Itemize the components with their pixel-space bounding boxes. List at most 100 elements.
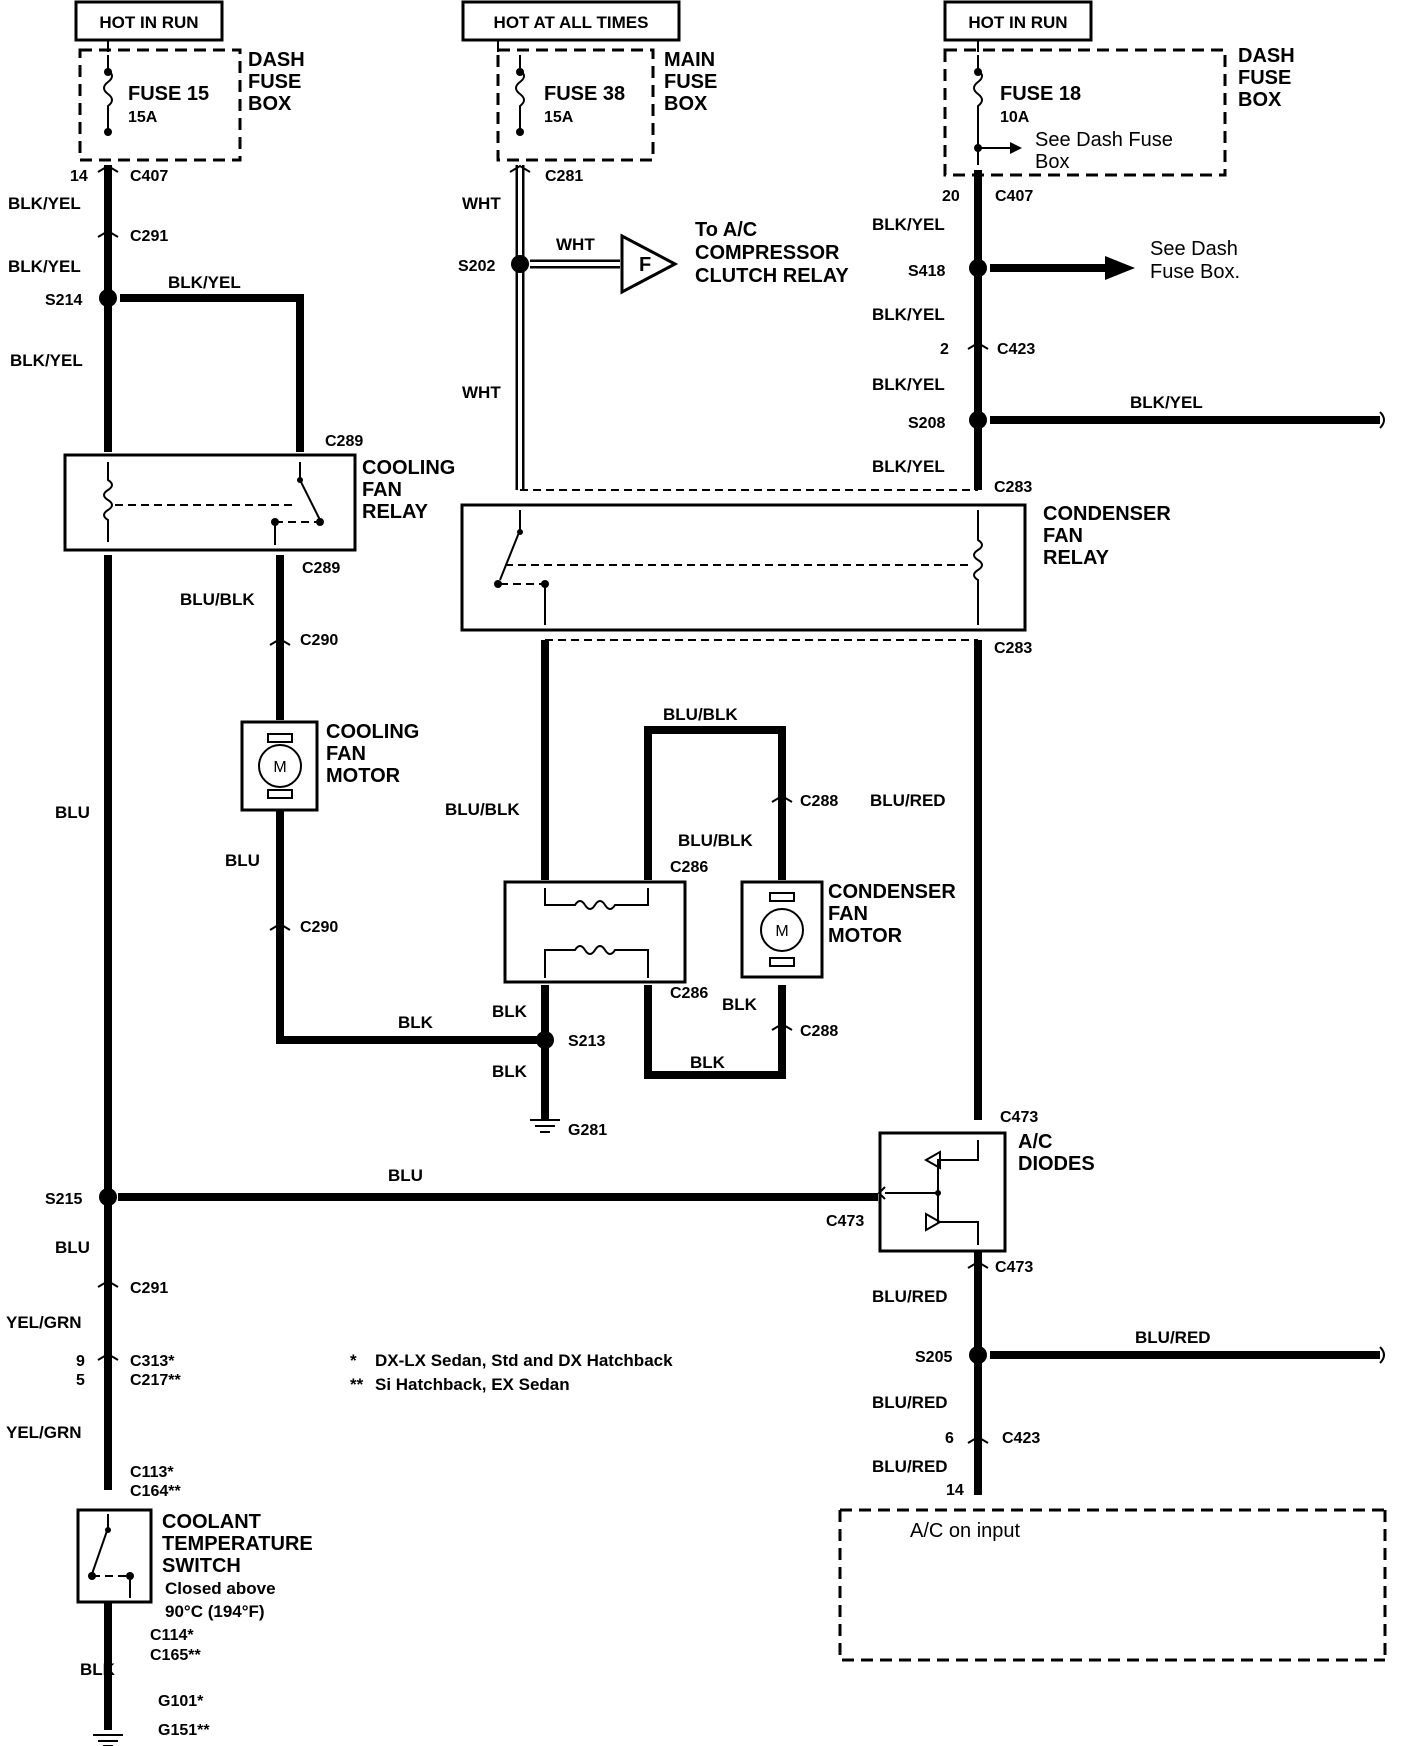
svg-text:C291: C291 [130, 228, 168, 245]
svg-text:BLK: BLK [690, 1053, 726, 1072]
fuse-38-box: FUSE 38 15A MAIN FUSE BOX [496, 48, 717, 162]
svg-text:15A: 15A [544, 109, 574, 126]
svg-text:C288: C288 [800, 1023, 838, 1040]
svg-text:BLK: BLK [492, 1002, 528, 1021]
splice-s202 [511, 255, 529, 273]
svg-text:FAN: FAN [828, 903, 868, 925]
svg-text:FAN: FAN [362, 479, 402, 501]
svg-text:FUSE 38: FUSE 38 [544, 83, 625, 105]
svg-text:M: M [775, 923, 788, 940]
svg-text:C423: C423 [1002, 1430, 1040, 1447]
fuse-18-box: FUSE 18 10A See Dash Fuse Box DASH FUSE … [943, 45, 1295, 177]
condenser-fan-relay: CONDENSER FAN RELAY [460, 503, 1171, 632]
svg-text:C283: C283 [994, 640, 1032, 657]
svg-text:FUSE: FUSE [248, 71, 301, 93]
svg-text:RELAY: RELAY [1043, 547, 1110, 569]
svg-text:2: 2 [940, 341, 949, 358]
center-lower-circuit [536, 640, 793, 1120]
svg-text:Closed above: Closed above [165, 1579, 276, 1598]
compressor-flag [620, 233, 679, 295]
svg-text:BLU/RED: BLU/RED [1135, 1328, 1211, 1347]
svg-text:BLK/YEL: BLK/YEL [168, 273, 241, 292]
svg-text:HOT AT ALL TIMES: HOT AT ALL TIMES [494, 13, 649, 32]
blu-wire-s215 [118, 1186, 886, 1201]
svg-text:14: 14 [70, 168, 88, 185]
svg-text:MAIN: MAIN [664, 49, 715, 71]
splice-s214 [99, 289, 117, 307]
center-circuit [509, 164, 679, 490]
svg-text:CLUTCH RELAY: CLUTCH RELAY [695, 265, 849, 287]
svg-text:MOTOR: MOTOR [326, 765, 401, 787]
svg-text:BLU/RED: BLU/RED [870, 791, 946, 810]
svg-text:C473: C473 [1000, 1109, 1038, 1126]
svg-text:BOX: BOX [1238, 89, 1282, 111]
svg-text:90°C (194°F): 90°C (194°F) [165, 1602, 265, 1621]
svg-text:CONDENSER: CONDENSER [828, 881, 956, 903]
svg-text:C289: C289 [302, 560, 340, 577]
svg-text:See Dash: See Dash [1150, 238, 1238, 260]
svg-text:BOX: BOX [664, 93, 708, 115]
svg-text:To A/C: To A/C [695, 219, 757, 241]
svg-text:15A: 15A [128, 109, 158, 126]
svg-text:BLK/YEL: BLK/YEL [1130, 393, 1203, 412]
svg-text:C407: C407 [995, 188, 1033, 205]
svg-text:S215: S215 [45, 1191, 82, 1208]
splice-s205 [969, 1346, 987, 1364]
svg-text:C113*: C113* [130, 1464, 174, 1481]
svg-text:C407: C407 [130, 168, 168, 185]
svg-text:HOT IN RUN: HOT IN RUN [968, 13, 1067, 32]
left-circuit [97, 164, 545, 1730]
splice-s215 [99, 1188, 117, 1206]
svg-text:C473: C473 [995, 1259, 1033, 1276]
svg-text:BLK/YEL: BLK/YEL [872, 375, 945, 394]
right-circuit [967, 170, 1385, 1495]
svg-text:WHT: WHT [556, 235, 595, 254]
svg-text:Box: Box [1035, 151, 1069, 173]
svg-text:COOLING: COOLING [362, 457, 455, 479]
svg-text:A/C: A/C [1018, 1131, 1052, 1153]
svg-text:BLK/YEL: BLK/YEL [872, 457, 945, 476]
svg-text:G151**: G151** [158, 1722, 210, 1739]
svg-text:DX-LX Sedan, Std and DX Hatchb: DX-LX Sedan, Std and DX Hatchback [375, 1351, 673, 1370]
svg-text:DASH: DASH [1238, 45, 1295, 67]
svg-text:BLU: BLU [225, 851, 260, 870]
splice-s213 [536, 1031, 554, 1049]
svg-text:SWITCH: SWITCH [162, 1555, 241, 1577]
svg-text:YEL/GRN: YEL/GRN [6, 1423, 82, 1442]
svg-text:See Dash Fuse: See Dash Fuse [1035, 129, 1173, 151]
svg-text:BLU/RED: BLU/RED [872, 1393, 948, 1412]
svg-text:14: 14 [946, 1482, 964, 1499]
svg-text:FUSE 18: FUSE 18 [1000, 83, 1081, 105]
svg-text:S208: S208 [908, 415, 945, 432]
svg-text:5: 5 [76, 1372, 85, 1389]
svg-text:TEMPERATURE: TEMPERATURE [162, 1533, 313, 1555]
svg-text:COOLANT: COOLANT [162, 1511, 261, 1533]
condenser-fan-motor: M CONDENSER FAN MOTOR [740, 880, 956, 979]
svg-text:6: 6 [945, 1430, 954, 1447]
ac-diodes: A/C DIODES [878, 1131, 1095, 1253]
svg-text:BLK: BLK [398, 1013, 434, 1032]
svg-text:C288: C288 [800, 793, 838, 810]
svg-text:C291: C291 [130, 1280, 168, 1297]
svg-text:BLK/YEL: BLK/YEL [8, 194, 81, 213]
svg-text:MOTOR: MOTOR [828, 925, 903, 947]
svg-text:**: ** [350, 1375, 364, 1394]
svg-text:DIODES: DIODES [1018, 1153, 1095, 1175]
svg-text:C313*: C313* [130, 1353, 175, 1370]
svg-text:FUSE: FUSE [1238, 67, 1291, 89]
power-source-center: HOT AT ALL TIMES [461, 0, 681, 42]
svg-text:G101*: G101* [158, 1693, 204, 1710]
svg-text:C290: C290 [300, 632, 338, 649]
svg-text:CONDENSER: CONDENSER [1043, 503, 1171, 525]
svg-text:BLU/BLK: BLU/BLK [663, 705, 738, 724]
ac-input-box: A/C on input [838, 1508, 1387, 1662]
ground-g281 [530, 1119, 560, 1133]
svg-text:BLU: BLU [55, 803, 90, 822]
svg-text:BLU/RED: BLU/RED [872, 1457, 948, 1476]
svg-text:BLK/YEL: BLK/YEL [8, 257, 81, 276]
svg-text:BLK: BLK [492, 1062, 528, 1081]
svg-text:A/C on input: A/C on input [910, 1520, 1021, 1542]
splice-s418 [969, 259, 987, 277]
svg-text:S213: S213 [568, 1033, 605, 1050]
